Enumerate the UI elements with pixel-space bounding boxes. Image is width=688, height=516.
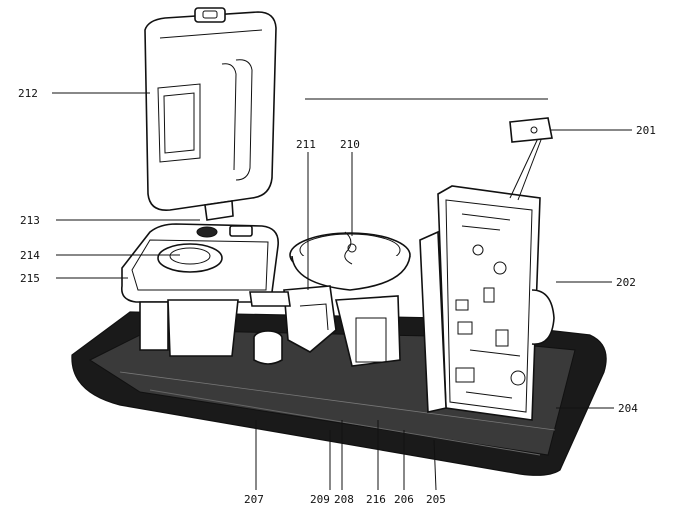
callout-208: 208 (334, 493, 354, 506)
circuit-board-202 (419, 131, 555, 421)
callout-213: 213 (20, 214, 40, 227)
callout-204: 204 (618, 402, 638, 415)
leader-lines (52, 92, 632, 491)
callout-205: 205 (426, 493, 446, 506)
callout-214: 214 (20, 249, 40, 262)
tank-212 (144, 7, 277, 221)
pump-assembly-210-211 (249, 231, 411, 367)
callout-201: 201 (636, 124, 656, 137)
callout-206: 206 (394, 493, 414, 506)
callout-211: 211 (296, 138, 316, 151)
callout-202: 202 (616, 276, 636, 289)
callout-209: 209 (310, 493, 330, 506)
callout-216: 216 (366, 493, 386, 506)
reservoir-214-215 (120, 223, 279, 357)
callout-210: 210 (340, 138, 360, 151)
callout-212: 212 (18, 87, 38, 100)
callout-207: 207 (244, 493, 264, 506)
sensor-201 (509, 117, 553, 143)
callout-215: 215 (20, 272, 40, 285)
callout-labels: 212 201 211 210 213 214 215 202 204 207 … (18, 87, 656, 506)
